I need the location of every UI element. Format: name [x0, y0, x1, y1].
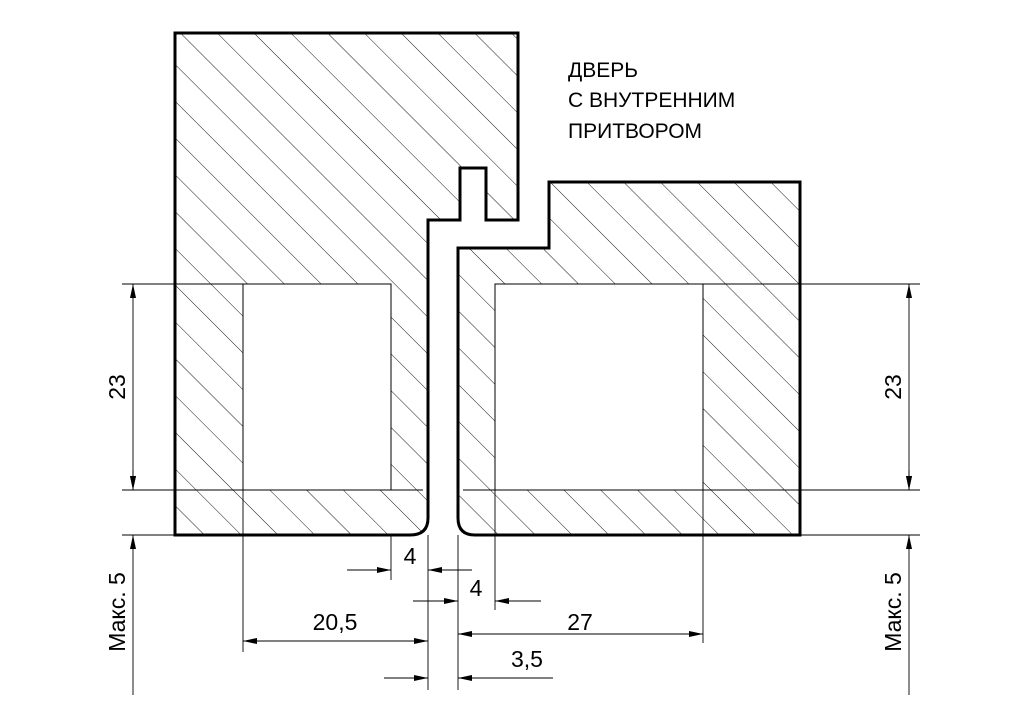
label-clearance: 3,5 [511, 646, 543, 672]
dimension-lines [130, 284, 912, 695]
title-line-3: ПРИТВОРОМ [568, 120, 702, 143]
left-hinge-pocket [243, 284, 391, 490]
label-height-left: 23 [104, 374, 130, 400]
label-gap-right: 4 [470, 575, 483, 601]
label-depth-right: 27 [567, 609, 593, 635]
right-section [456, 180, 802, 537]
left-section-outline [173, 31, 520, 537]
title-line-1: ДВЕРЬ [568, 59, 638, 82]
label-max-right: Макс. 5 [880, 572, 906, 652]
label-gap-left: 4 [404, 543, 417, 569]
dimension-labels: 23 23 Макс. 5 Макс. 5 4 4 20,5 27 3,5 [104, 374, 906, 672]
extension-lines [122, 283, 920, 690]
right-hinge-pocket [495, 284, 703, 490]
label-max-left: Макс. 5 [104, 572, 130, 652]
drawing-title: ДВЕРЬ С ВНУТРЕННИМ ПРИТВОРОМ [568, 59, 735, 143]
left-section [173, 31, 520, 537]
label-height-right: 23 [880, 374, 906, 400]
title-line-2: С ВНУТРЕННИМ [568, 89, 735, 112]
label-depth-left: 20,5 [313, 609, 358, 635]
right-section-outline [456, 180, 802, 537]
